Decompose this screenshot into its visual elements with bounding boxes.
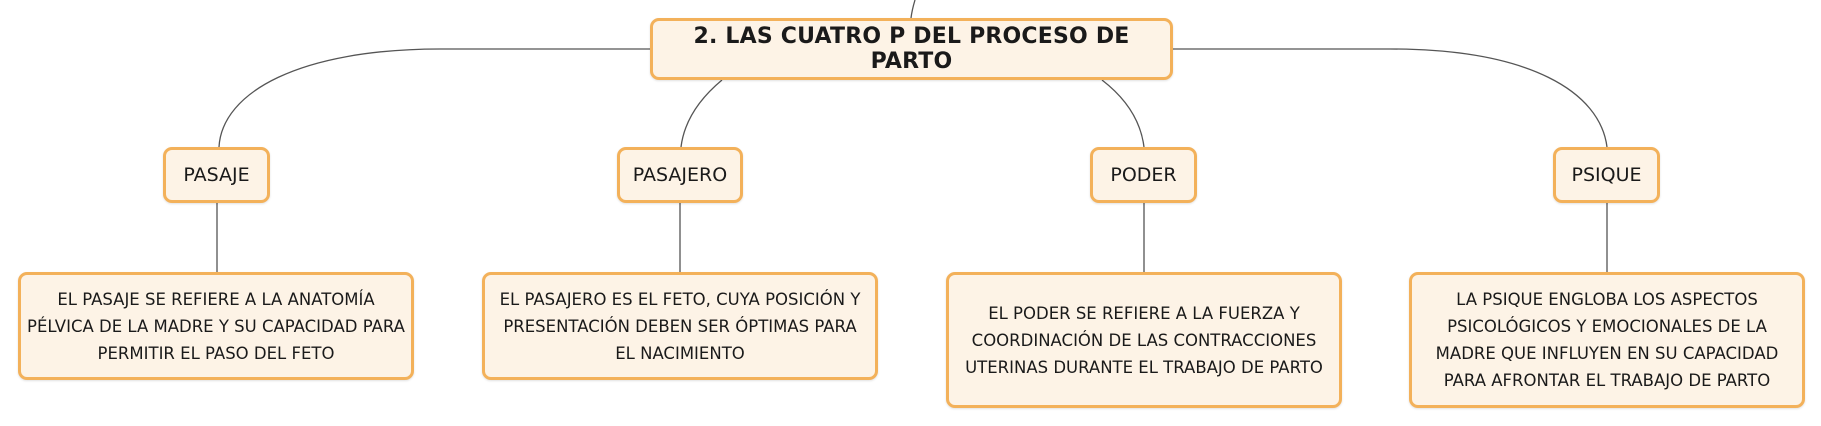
connector-root-to-poder xyxy=(1101,79,1145,148)
root-topic-label: 2. LAS CUATRO P DEL PROCESO DE PARTO xyxy=(693,24,1130,74)
subtopic-pasajero-description-text: EL PASAJERO ES EL FETO, CUYA POSICIÓN Y … xyxy=(499,289,861,363)
subtopic-psique-description[interactable]: LA PSIQUE ENGLOBA LOS ASPECTOS PSICOLÓGI… xyxy=(1409,272,1805,408)
connector-root-to-pasaje xyxy=(218,48,650,148)
connector-root-to-psique xyxy=(1173,48,1608,148)
connector-root-to-pasajero xyxy=(680,79,723,148)
topic-pasajero-label: PASAJERO xyxy=(632,164,728,186)
topic-pasaje-label: PASAJE xyxy=(183,164,250,186)
subtopic-pasaje-description[interactable]: EL PASAJE SE REFIERE A LA ANATOMÍA PÉLVI… xyxy=(18,272,414,380)
subtopic-psique-description-text: LA PSIQUE ENGLOBA LOS ASPECTOS PSICOLÓGI… xyxy=(1435,290,1779,390)
subtopic-poder-description-text: EL PODER SE REFIERE A LA FUERZA Y COORDI… xyxy=(965,303,1323,377)
subtopic-poder-description[interactable]: EL PODER SE REFIERE A LA FUERZA Y COORDI… xyxy=(946,272,1342,408)
subtopic-pasaje-description-text: EL PASAJE SE REFIERE A LA ANATOMÍA PÉLVI… xyxy=(27,289,405,363)
connector-parent-to-root xyxy=(910,0,916,19)
topic-poder[interactable]: PODER xyxy=(1090,147,1197,203)
topic-psique-label: PSIQUE xyxy=(1571,164,1642,186)
root-topic[interactable]: 2. LAS CUATRO P DEL PROCESO DE PARTO xyxy=(650,18,1173,80)
topic-pasajero[interactable]: PASAJERO xyxy=(617,147,743,203)
topic-pasaje[interactable]: PASAJE xyxy=(163,147,270,203)
subtopic-pasajero-description[interactable]: EL PASAJERO ES EL FETO, CUYA POSICIÓN Y … xyxy=(482,272,878,380)
topic-poder-label: PODER xyxy=(1110,164,1177,186)
topic-psique[interactable]: PSIQUE xyxy=(1553,147,1660,203)
